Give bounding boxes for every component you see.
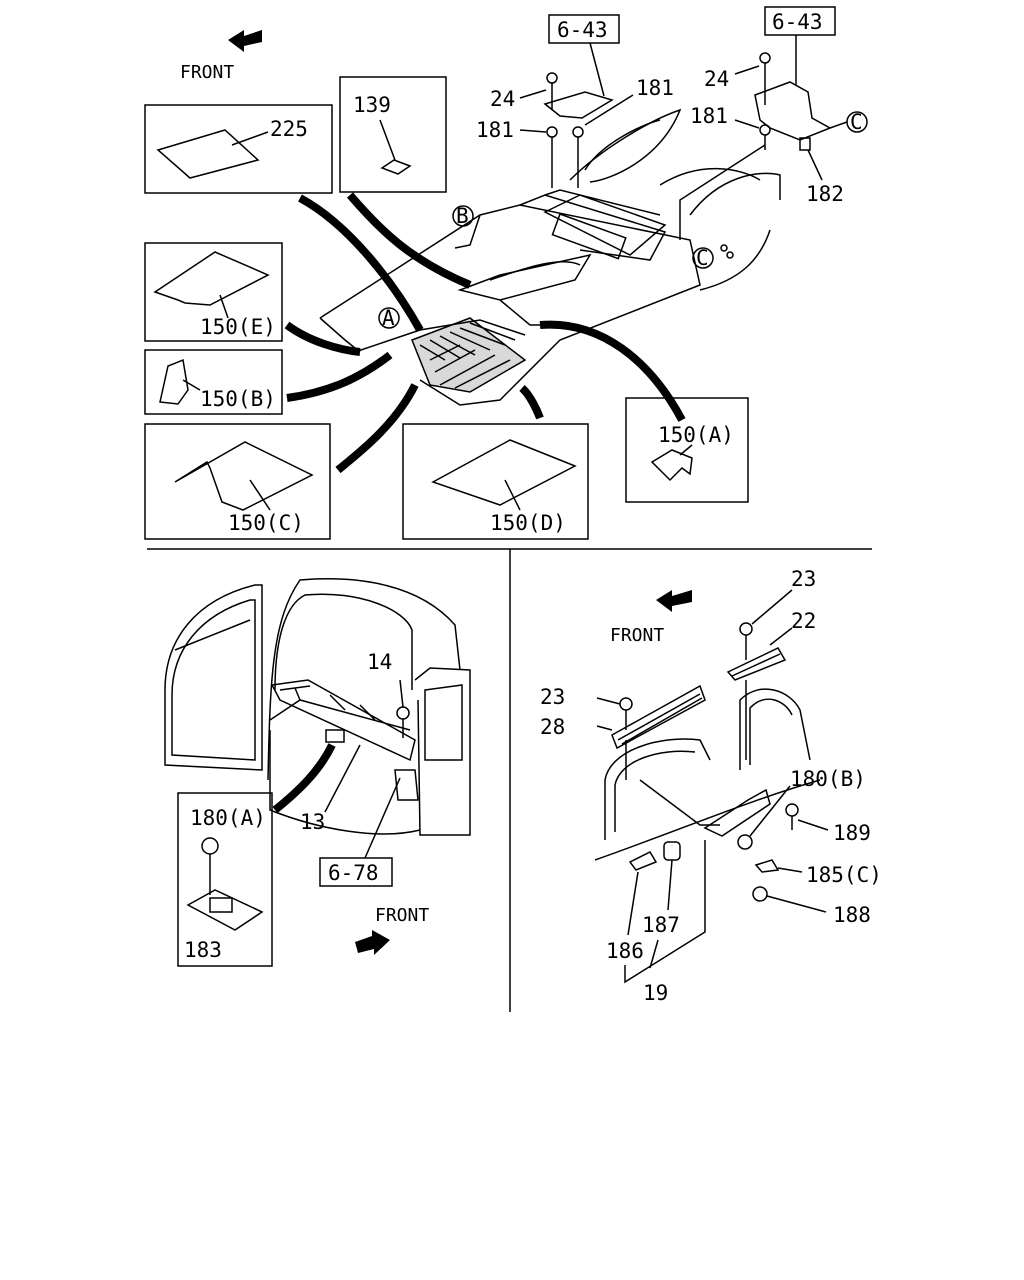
bracket-6-43-right (754, 81, 832, 141)
screw-180b-icon (737, 834, 753, 850)
circle-letter-a: A (382, 306, 395, 330)
callout-19: 19 (643, 981, 668, 1005)
circle-marker-a (378, 307, 400, 329)
part-box-150e (144, 242, 283, 342)
screw-23-top-icon (739, 622, 753, 636)
callout-23-left: 23 (540, 685, 565, 709)
callout-180a: 180(A) (190, 806, 266, 830)
callout-225: 225 (270, 117, 308, 141)
callout-189: 189 (833, 821, 871, 845)
callout-181-left: 181 (476, 118, 514, 142)
callout-139: 139 (353, 93, 391, 117)
callout-150e: 150(E) (200, 315, 276, 339)
callout-181-mid: 181 (636, 76, 674, 100)
circle-letter-c2: C (850, 110, 863, 134)
part-box-150a (625, 397, 749, 503)
bracket-19-icon (703, 788, 771, 837)
part-139-pad-icon (380, 159, 412, 175)
front-label-bottom-right: FRONT (610, 625, 664, 646)
bolt-14-icon (396, 706, 410, 720)
part-225-pad-icon (156, 129, 260, 179)
part-box-150b (144, 349, 283, 415)
callout-22: 22 (791, 609, 816, 633)
callout-150d: 150(D) (490, 511, 566, 535)
scuff-plate-28-icon (611, 684, 706, 750)
ref-6-43-left: 6-43 (557, 18, 608, 42)
circle-marker-b (452, 205, 474, 227)
part-box-139 (339, 76, 447, 193)
front-arrow-bottom-right-icon (656, 590, 692, 612)
step-sill-drawing (594, 647, 821, 861)
bracket-6-43-left (543, 91, 614, 119)
nut-181-left-icon (546, 126, 558, 138)
bolt-24-left-icon (546, 72, 558, 84)
ref-box-6-43-left (548, 14, 620, 44)
circle-marker-c1 (692, 247, 714, 269)
callout-181-right: 181 (690, 104, 728, 128)
part-150d-pad-icon (431, 439, 577, 506)
circle-letter-b: B (456, 204, 469, 228)
callout-28: 28 (540, 715, 565, 739)
callout-183: 183 (184, 938, 222, 962)
callout-186: 186 (606, 939, 644, 963)
part-150a-pad-icon (650, 449, 693, 482)
callout-23-top: 23 (791, 567, 816, 591)
scuff-plate-22-icon (726, 647, 787, 681)
bolt-24-right-icon (759, 52, 771, 64)
clip-182-icon (799, 137, 811, 151)
part-box-180a-183 (177, 792, 273, 967)
nut-181-mid-icon (572, 126, 584, 138)
callout-14: 14 (367, 650, 392, 674)
circle-letter-c1: C (696, 246, 709, 270)
front-arrow-bottom-left-icon (355, 930, 390, 955)
front-label-bottom-left: FRONT (375, 905, 429, 926)
bolt-189-icon (785, 803, 799, 817)
ref-6-43-right: 6-43 (772, 10, 823, 34)
callout-150c: 150(C) (228, 511, 304, 535)
part-150b-bracket-icon (159, 358, 189, 405)
callout-185c: 185(C) (806, 863, 882, 887)
nut-188-icon (752, 886, 768, 902)
leader-curve-180a (272, 743, 336, 814)
callout-150a: 150(A) (658, 423, 734, 447)
floor-panel-drawing (319, 108, 781, 406)
ref-box-6-43-right (764, 6, 836, 36)
screw-180a-icon (201, 837, 219, 855)
part-box-150d (402, 423, 589, 540)
callout-24-left: 24 (490, 87, 515, 111)
catch-13-icon (325, 729, 345, 743)
front-arrow-icon (228, 30, 262, 52)
leader-curves (284, 192, 686, 474)
washer-185c-icon (754, 859, 780, 873)
callout-188: 188 (833, 903, 871, 927)
part-box-225 (144, 104, 333, 194)
callout-24-right: 24 (704, 67, 729, 91)
nut-181-right-icon (759, 124, 771, 136)
callout-182: 182 (806, 182, 844, 206)
callout-13: 13 (300, 810, 325, 834)
bushing-187-icon (663, 841, 681, 861)
screw-23-left-icon (619, 697, 633, 711)
callout-187: 187 (642, 913, 680, 937)
part-150c-pad-icon (174, 441, 314, 511)
part-150e-pad-icon (153, 251, 270, 306)
front-label-top: FRONT (180, 62, 234, 83)
ref-box-6-78 (319, 857, 393, 887)
bolt-186-icon (628, 851, 658, 871)
rear-doors-drawing (164, 578, 471, 836)
striker-183-icon (186, 889, 264, 931)
part-box-150c (144, 423, 331, 540)
ref-6-78: 6-78 (328, 861, 379, 885)
callout-180b: 180(B) (790, 767, 866, 791)
callout-150b: 150(B) (200, 387, 276, 411)
